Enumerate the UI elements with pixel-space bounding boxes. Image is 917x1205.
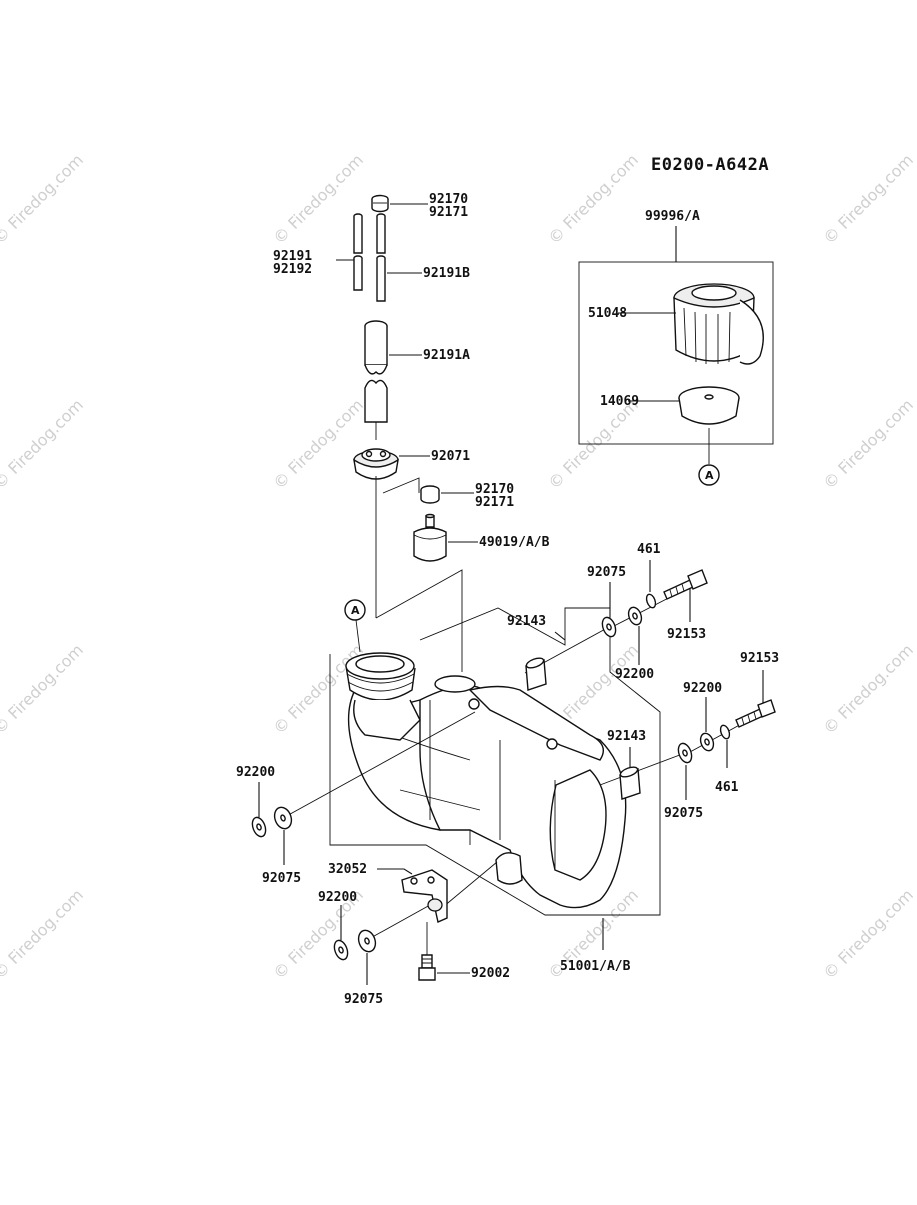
part-label-92153-b: 92153 — [740, 651, 779, 666]
part-label-92075-b: 92075 — [664, 806, 703, 821]
grommet-92071 — [353, 448, 399, 480]
watermark: © Firedog.com — [269, 395, 367, 493]
grommet-middle — [420, 485, 440, 504]
part-label-92171: 92171 — [429, 205, 468, 220]
watermark: © Firedog.com — [819, 885, 917, 983]
watermark: © Firedog.com — [0, 640, 87, 738]
washer-92200-c — [251, 816, 267, 838]
part-label-51048: 51048 — [588, 306, 627, 321]
washer-92200-d — [333, 939, 349, 961]
cap-gasket — [678, 386, 740, 425]
callout-label: A — [351, 604, 360, 617]
watermark: © Firedog.com — [269, 150, 367, 248]
watermark: © Firedog.com — [0, 395, 87, 493]
part-label-92143-b: 92143 — [607, 729, 646, 744]
part-label-51001: 51001/A/B — [560, 959, 631, 974]
watermark: © Firedog.com — [0, 150, 87, 248]
fuel-tube-main — [364, 320, 388, 440]
bolt-92153-b — [735, 699, 776, 728]
callout-a-neck: A — [344, 599, 366, 653]
part-label-92075-d: 92075 — [344, 992, 383, 1007]
part-label-14069: 14069 — [600, 394, 639, 409]
part-label-92200-a: 92200 — [615, 667, 654, 682]
bolt-92153-a — [663, 569, 708, 600]
diagram-code: E0200-A642A — [651, 155, 769, 175]
part-label-92191: 92191 — [273, 249, 312, 264]
washer-92075-d — [357, 929, 377, 953]
part-label-461-a: 461 — [637, 542, 661, 557]
part-label-92171-mid: 92171 — [475, 495, 514, 510]
part-label-92143-a: 92143 — [507, 614, 546, 629]
right-mount: 92143 92075 92200 461 92153 — [599, 651, 779, 821]
callout-label: A — [705, 469, 714, 482]
part-label-92191B: 92191B — [423, 266, 470, 281]
assembly-line — [375, 569, 463, 672]
part-label-92170-mid: 92170 — [475, 482, 514, 497]
part-label-49019: 49019/A/B — [479, 535, 550, 550]
upper-right-mount: 92143 92075 92200 461 92153 — [507, 542, 708, 691]
bolt-92002 — [418, 954, 436, 981]
collar-92143-a — [525, 657, 547, 691]
watermark: © Firedog.com — [0, 885, 87, 983]
part-label-92192: 92192 — [273, 262, 312, 277]
washer-92075-a — [601, 616, 617, 638]
fuel-cap-assembly: 99996/A 51048 14069 A — [578, 209, 774, 486]
fuel-tube-upper — [353, 213, 386, 302]
spring-washer-461-a — [645, 593, 657, 609]
washer-92075-b — [677, 742, 693, 764]
spring-washer-461-b — [719, 724, 731, 740]
fuel-cap — [673, 283, 764, 365]
fuel-pickup-assembly: 92170 92171 92191 92192 92191B 92191A — [273, 192, 550, 672]
washer-92200-b — [699, 732, 715, 752]
fuel-tank — [329, 607, 661, 916]
part-label-92002: 92002 — [471, 966, 510, 981]
part-label-92075-c: 92075 — [262, 871, 301, 886]
watermark: © Firedog.com — [544, 150, 642, 248]
part-label-92075-a: 92075 — [587, 565, 626, 580]
part-label-92170: 92170 — [429, 192, 468, 207]
cap-assembly-box — [578, 261, 774, 445]
assembly-line — [382, 477, 420, 494]
part-label-92200-d: 92200 — [318, 890, 357, 905]
part-label-92200-b: 92200 — [683, 681, 722, 696]
collar-92143-b — [619, 766, 641, 800]
part-label-92200-c: 92200 — [236, 765, 275, 780]
left-mount: 92200 92075 — [236, 711, 476, 886]
callout-a-cap — [698, 464, 720, 486]
part-label-32052: 32052 — [328, 862, 367, 877]
bracket-mount: 32052 92200 92075 92002 — [318, 861, 510, 1007]
washer-92075-c — [273, 806, 293, 830]
bracket-32052 — [401, 869, 448, 923]
washer-92200-a — [627, 606, 643, 626]
watermark: © Firedog.com — [819, 395, 917, 493]
watermark: © Firedog.com — [819, 150, 917, 248]
part-label-92071: 92071 — [431, 449, 470, 464]
part-label-99996: 99996/A — [645, 209, 700, 224]
part-label-461-b: 461 — [715, 780, 739, 795]
part-label-92153-a: 92153 — [667, 627, 706, 642]
watermark: © Firedog.com — [819, 640, 917, 738]
part-label-92191A: 92191A — [423, 348, 470, 363]
grommet-top — [371, 194, 389, 213]
fuel-filter — [413, 513, 447, 562]
